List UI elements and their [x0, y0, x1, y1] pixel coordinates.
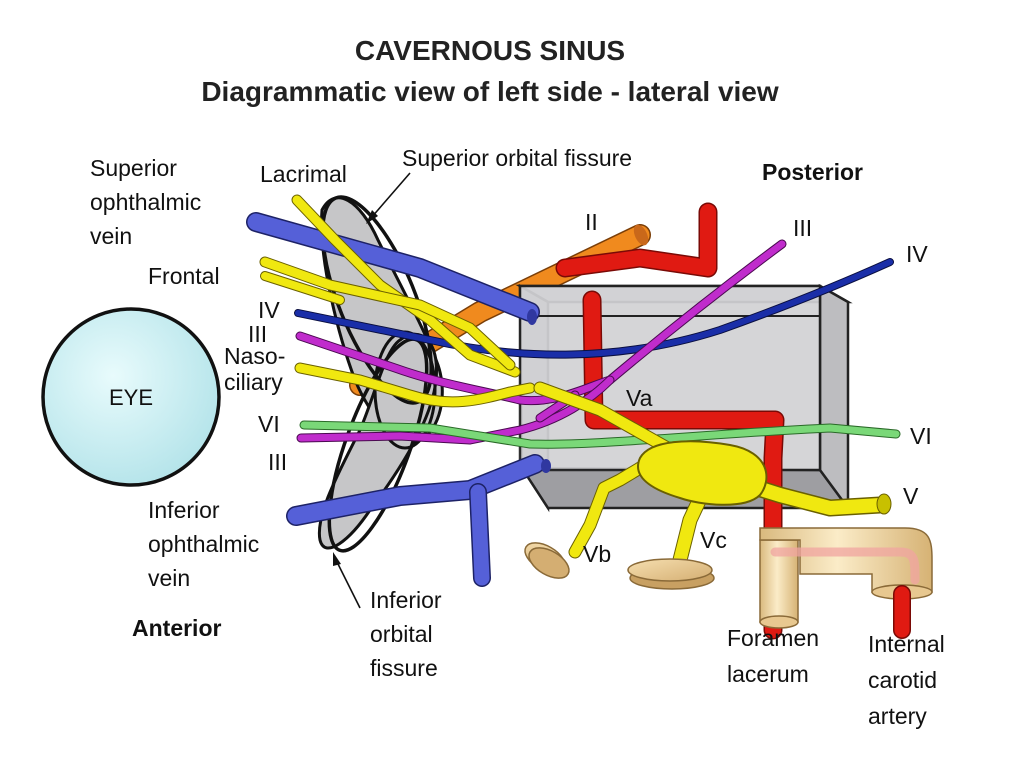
- label-foramen-lacerum: Foramen lacerum: [727, 625, 825, 687]
- label-posterior: Posterior: [762, 159, 863, 185]
- foramen-rotundum-disc: [524, 542, 570, 579]
- label-vc: Vc: [700, 527, 727, 553]
- inferior-ophthalmic-vein: [286, 454, 551, 587]
- label-inferior-orbital-fissure: Inferior orbital fissure: [370, 587, 448, 681]
- label-anterior: Anterior: [132, 615, 222, 641]
- label-v: V: [903, 483, 919, 509]
- label-superior-orbital-fissure: Superior orbital fissure: [402, 145, 632, 171]
- inferior-orbital-fissure-arrow: [333, 552, 361, 609]
- label-nasociliary: Naso- ciliary: [224, 343, 292, 395]
- trigeminal-nerve-v: [259, 194, 892, 568]
- oculomotor-nerve-iii: [295, 239, 787, 445]
- label-vi-right: VI: [910, 423, 932, 449]
- label-iv-right: IV: [906, 241, 928, 267]
- foramen-lacerum: [759, 527, 933, 639]
- label-va: Va: [626, 385, 653, 411]
- label-lacrimal: Lacrimal: [260, 161, 347, 187]
- label-inferior-ophthalmic-vein: Inferior ophthalmic vein: [148, 497, 266, 591]
- foramen-ovale-disc: [627, 558, 715, 590]
- label-iii-left-upper: III: [248, 321, 267, 347]
- eye-label: EYE: [109, 385, 153, 410]
- title-line-2: Diagrammatic view of left side - lateral…: [201, 76, 779, 107]
- superior-orbital-fissure-arrow: [366, 172, 411, 224]
- label-iv-left: IV: [258, 297, 280, 323]
- label-iii-left-lower: III: [268, 449, 287, 475]
- title-line-1: CAVERNOUS SINUS: [355, 35, 625, 66]
- label-internal-carotid-artery: Internal carotid artery: [868, 631, 951, 729]
- eye-globe: [41, 307, 221, 487]
- superior-ophthalmic-vein: [246, 212, 540, 325]
- label-vi-left: VI: [258, 411, 280, 437]
- label-frontal: Frontal: [148, 263, 220, 289]
- label-superior-ophthalmic-vein: Superior ophthalmic vein: [90, 155, 208, 249]
- label-iii-right: III: [793, 215, 812, 241]
- label-ii: II: [585, 209, 598, 235]
- label-vb: Vb: [583, 541, 611, 567]
